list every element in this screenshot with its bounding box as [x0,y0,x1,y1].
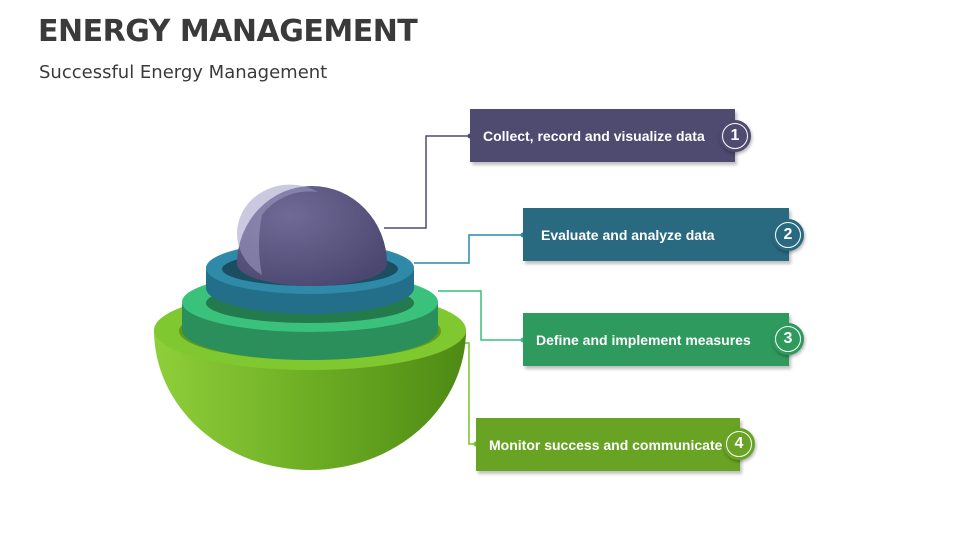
page-title: ENERGY MANAGEMENT [38,14,418,49]
step-number-2: 2 [776,223,800,247]
page-subtitle: Successful Energy Management [39,62,328,83]
step-box-3: Define and implement measures [523,313,789,366]
connector-line-1 [384,135,470,229]
connector-line-2 [414,234,523,264]
step-box-2: Evaluate and analyze data [523,208,789,261]
step-box-1: Collect, record and visualize data [470,109,735,162]
step-badge-3: 3 [772,323,804,355]
step-label-3: Define and implement measures [536,331,751,348]
step-label-4: Monitor success and communicate [489,436,723,453]
step-box-4: Monitor success and communicate [476,418,740,471]
connector-line-3 [438,290,523,341]
step-number-3: 3 [776,327,800,351]
sphere-core [237,184,387,286]
step-number-1: 1 [723,124,747,148]
step-badge-1: 1 [719,120,751,152]
step-label-2: Evaluate and analyze data [541,226,715,243]
step-number-4: 4 [727,432,751,456]
step-badge-2: 2 [772,219,804,251]
step-label-1: Collect, record and visualize data [483,127,705,144]
step-badge-4: 4 [723,428,755,460]
